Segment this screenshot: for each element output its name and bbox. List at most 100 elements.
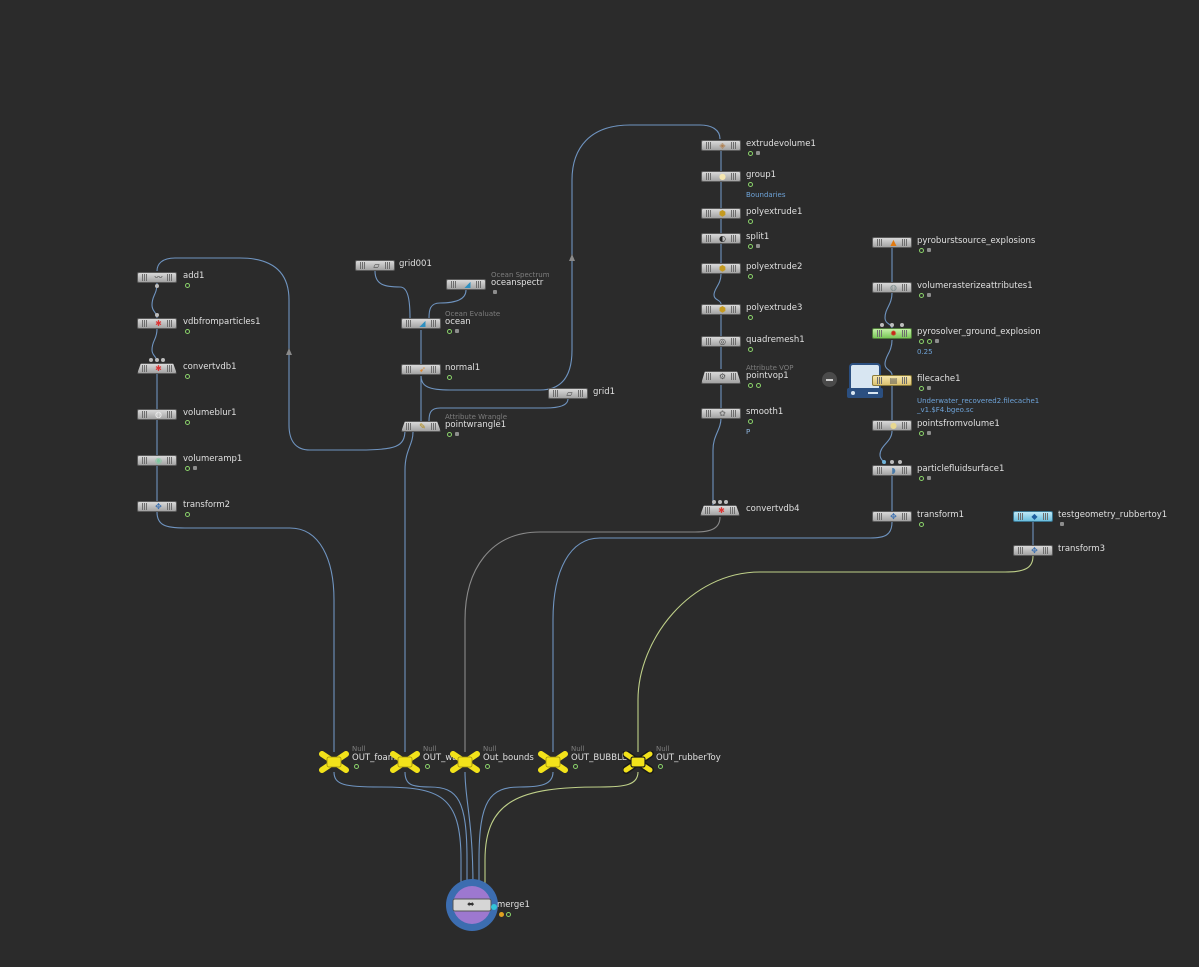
null-out-rubbertoy[interactable]: Null OUT_rubberToy — [623, 745, 721, 774]
node-label: quadremesh1 — [746, 335, 805, 345]
node-flags — [748, 419, 756, 425]
node-body: ✎ — [401, 421, 441, 432]
node-convertvdb1[interactable]: ✱ convertvdb1 — [137, 358, 237, 379]
node-normal1[interactable]: ➹ normal1 — [401, 363, 480, 380]
input-port[interactable] — [155, 358, 159, 362]
node-particlefluidsurface1[interactable]: ◗ particlefluidsurface1 — [872, 460, 1004, 481]
node-grid1[interactable]: ▱ grid1 — [548, 387, 615, 399]
node-body: ◍ — [872, 282, 912, 293]
node-ocean[interactable]: ◢ Ocean Evaluate ocean — [401, 310, 500, 334]
node-label: normal1 — [445, 363, 481, 373]
wire — [420, 124, 721, 391]
transform-icon: ✥ — [1031, 546, 1038, 555]
node-transform2[interactable]: ✥ transform2 — [137, 500, 230, 517]
null-out-bubbles[interactable]: Null OUT_BUBBLES — [538, 745, 633, 773]
input-port[interactable] — [718, 500, 722, 504]
input-port[interactable] — [880, 323, 884, 327]
null-icon — [450, 751, 480, 773]
input-port[interactable] — [900, 323, 904, 327]
node-volumeramp1[interactable]: ◉ volumeramp1 — [137, 454, 242, 471]
node-flags — [919, 386, 931, 392]
node-polyextrude1[interactable]: ⬢ polyextrude1 — [701, 207, 802, 224]
node-label: grid1 — [593, 387, 616, 397]
input-port[interactable] — [161, 358, 165, 362]
node-vdbfromparticles1[interactable]: ✱ vdbfromparticles1 — [137, 313, 261, 334]
input-port[interactable] — [898, 460, 902, 464]
node-flags — [185, 512, 193, 518]
node-body: 〰 — [137, 272, 177, 283]
node-flags — [485, 764, 493, 770]
node-flags — [493, 290, 497, 296]
rasterize-icon: ◍ — [890, 283, 897, 292]
node-polyextrude2[interactable]: ⬢ polyextrude2 — [701, 262, 802, 279]
node-grid001[interactable]: ▱ grid001 — [355, 259, 432, 271]
null-out-water[interactable]: Null OUT_wa — [390, 745, 458, 773]
node-body: ✱ — [137, 318, 177, 329]
node-convertvdb4[interactable]: ✱ convertvdb4 — [700, 500, 800, 516]
node-volumerasterizeattributes1[interactable]: ◍ volumerasterizeattributes1 — [872, 281, 1033, 298]
input-port[interactable] — [155, 313, 159, 317]
node-label: pyroburstsource_explosions — [917, 236, 1036, 246]
input-port[interactable] — [712, 500, 716, 504]
node-transform3[interactable]: ✥ transform3 — [1013, 544, 1105, 556]
node-filecache1[interactable]: ▤ filecache1 Underwater_recovered2.filec… — [872, 374, 1039, 414]
null-out-foam[interactable]: Null OUT_foam — [319, 745, 396, 773]
node-body: ⚙ — [701, 371, 741, 384]
node-smooth1[interactable]: ✿ smooth1 P — [701, 407, 783, 436]
node-transform1[interactable]: ✥ transform1 — [872, 510, 964, 527]
node-type: Attribute Wrangle — [445, 413, 508, 421]
transform-icon: ✥ — [155, 502, 162, 511]
input-port[interactable] — [724, 500, 728, 504]
node-flags — [919, 431, 931, 437]
output-port[interactable] — [155, 284, 159, 288]
grid-icon: ▱ — [566, 389, 573, 398]
node-label: ocean — [445, 317, 471, 327]
pyro-solver-icon: ✹ — [890, 329, 897, 338]
node-volumeblur1[interactable]: ◍ volumeblur1 — [137, 408, 237, 425]
transform-icon: ✥ — [890, 512, 897, 521]
node-body: ◢ — [401, 318, 441, 329]
input-port[interactable] — [890, 323, 894, 327]
wire — [428, 398, 569, 422]
node-flags — [748, 315, 756, 321]
node-flags — [919, 522, 927, 528]
node-merge1[interactable]: ⬌ merge1 — [446, 879, 530, 933]
rubbertoy-icon: ◆ — [1031, 512, 1038, 521]
node-label: grid001 — [399, 259, 432, 269]
node-split1[interactable]: ◐ split1 — [701, 232, 769, 249]
node-pyroburstsource_explosions[interactable]: ▲ pyroburstsource_explosions — [872, 236, 1035, 253]
node-pyrosolver_ground_explosion[interactable]: ✹ pyrosolver_ground_explosion 0.25 — [872, 323, 1041, 356]
node-extrudevolume1[interactable]: ◈ extrudevolume1 — [701, 139, 816, 156]
input-port[interactable] — [149, 358, 153, 362]
node-label: OUT_wa — [423, 753, 458, 763]
null-out-bounds[interactable]: Null Out_bounds — [450, 745, 534, 773]
node-body: ✱ — [137, 363, 177, 374]
node-body: ◢ — [446, 279, 486, 290]
vdb-icon: ✱ — [718, 506, 725, 515]
node-label: transform3 — [1058, 544, 1106, 554]
wire-arrow — [286, 348, 292, 355]
node-quadremesh1[interactable]: ◎ quadremesh1 — [701, 335, 805, 352]
wire — [156, 257, 406, 451]
wire — [333, 771, 462, 888]
wire — [484, 771, 639, 888]
node-polyextrude3[interactable]: ⬢ polyextrude3 — [701, 303, 802, 320]
input-port[interactable] — [882, 460, 886, 464]
filecache-badge[interactable] — [846, 362, 884, 400]
node-flags — [748, 219, 756, 225]
node-pointsfromvolume1[interactable]: ● pointsfromvolume1 — [872, 419, 1000, 436]
node-label: convertvdb4 — [746, 504, 800, 514]
node-pointvop1[interactable]: ⚙ Attribute VOP pointvop1 — [701, 364, 794, 388]
node-body: ⬢ — [701, 208, 741, 219]
node-testgeometry_rubbertoy1[interactable]: ◆ testgeometry_rubbertoy1 — [1013, 510, 1167, 526]
input-port[interactable] — [890, 460, 894, 464]
node-label: smooth1 — [746, 407, 784, 417]
node-group1[interactable]: ● group1 Boundaries — [701, 170, 785, 199]
node-type: Ocean Evaluate — [445, 310, 501, 318]
filecache-collapse-button[interactable] — [822, 372, 837, 387]
ramp-icon: ◉ — [155, 456, 162, 465]
node-oceanspectr[interactable]: ◢ Ocean Spectrum oceanspectr — [446, 271, 550, 294]
node-pointwrangle1[interactable]: ✎ Attribute Wrangle pointwrangle1 — [401, 413, 507, 437]
node-add1[interactable]: 〰 add1 — [137, 271, 204, 288]
